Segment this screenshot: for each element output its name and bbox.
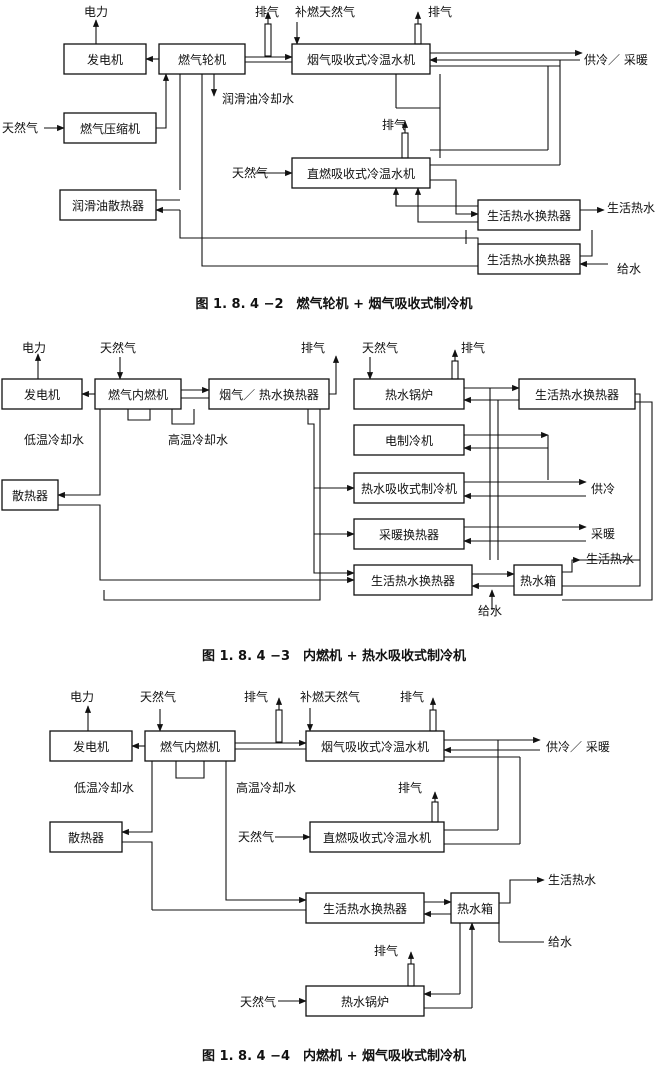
d1-dhw-hx1-label: 生活热水换热器 xyxy=(487,209,571,223)
d3-natural-gas-label-2: 天然气 xyxy=(238,829,274,844)
d1-caption: 图 1. 8. 4 −2 燃气轮机 + 烟气吸收式制冷机 xyxy=(196,296,473,312)
d2-high-temp-label: 高温冷却水 xyxy=(168,432,228,447)
d3-high-temp-label: 高温冷却水 xyxy=(236,780,296,795)
d1-dhw-hx1-box xyxy=(477,199,581,231)
d1-feed-water-label: 给水 xyxy=(617,262,641,276)
d2-generator-label: 发电机 xyxy=(24,387,60,402)
d2-caption: 图 1. 8. 4 −3 内燃机 + 热水吸收式制冷机 xyxy=(202,648,466,664)
d3-supply-label: 供冷／ 采暖 xyxy=(546,740,610,754)
d3-low-temp-label: 低温冷却水 xyxy=(74,781,134,795)
d1-generator-label: 发电机 xyxy=(87,52,123,67)
d2-boiler-box xyxy=(353,378,465,410)
diagram-3: 发电机 燃气内燃机 烟气吸收式冷温水机 散热器 直燃吸收式冷温水机 生活热水换热… xyxy=(49,689,610,1064)
d3-dhw-hx-box xyxy=(305,892,425,924)
d2-radiator-box xyxy=(1,479,59,511)
d3-exhaust-label-1: 排气 xyxy=(244,689,268,704)
d3-radiator-box xyxy=(49,821,123,853)
d1-dhw-hx2-box xyxy=(477,243,581,275)
d2-flue-hx-box xyxy=(208,378,330,410)
d2-electric-chiller-box xyxy=(353,424,465,456)
d3-power-label: 电力 xyxy=(70,690,94,704)
d2-exhaust-label-1: 排气 xyxy=(301,340,325,355)
d2-heating-hx-label: 采暖换热器 xyxy=(379,528,439,542)
d1-dhw-hx2-label: 生活热水换热器 xyxy=(487,253,571,267)
d2-flue-hx-label: 烟气／ 热水换热器 xyxy=(219,387,319,402)
d3-boiler-box xyxy=(305,985,425,1017)
d1-oil-cooler-label: 润滑油散热器 xyxy=(72,198,144,213)
d2-cooling-label: 供冷 xyxy=(591,482,615,496)
d3-exhaust-label-4: 排气 xyxy=(374,943,398,958)
d1-generator-box xyxy=(63,43,147,75)
d1-turbine-label: 燃气轮机 xyxy=(178,52,226,67)
d1-exhaust-label-2: 排气 xyxy=(428,4,452,19)
d2-tank-box xyxy=(513,564,563,596)
d3-flue-chiller-label: 烟气吸收式冷温水机 xyxy=(321,739,429,754)
d2-tank-label: 热水箱 xyxy=(520,573,556,588)
d1-supplement-gas-label: 补燃天然气 xyxy=(295,4,355,19)
d1-flue-chiller-label: 烟气吸收式冷温水机 xyxy=(307,52,415,67)
d2-electric-chiller-label: 电制冷机 xyxy=(385,434,433,448)
d3-feed-water-label: 给水 xyxy=(548,935,572,949)
d3-flue-chiller-box xyxy=(305,730,445,762)
d2-dhw-label: 生活热水 xyxy=(586,552,634,566)
d2-natural-gas-label: 天然气 xyxy=(100,340,136,355)
d2-dhw-hx-label: 生活热水换热器 xyxy=(371,574,455,588)
d3-boiler-label: 热水锅炉 xyxy=(341,994,389,1009)
d2-dhw-hx-top-label: 生活热水换热器 xyxy=(535,388,619,402)
d1-lube-cooling-label: 润滑油冷却水 xyxy=(222,92,294,106)
d2-low-temp-label: 低温冷却水 xyxy=(24,433,84,447)
d3-supplement-gas-label: 补燃天然气 xyxy=(300,689,360,704)
d3-natural-gas-label: 天然气 xyxy=(140,689,176,704)
d3-dhw-label: 生活热水 xyxy=(548,873,596,887)
d1-flue-chiller-box xyxy=(291,43,431,75)
d1-direct-chiller-label: 直燃吸收式冷温水机 xyxy=(307,166,415,181)
d1-compressor-label: 燃气压缩机 xyxy=(80,121,140,136)
d2-feed-water-label: 给水 xyxy=(478,604,502,618)
d2-heating-hx-box xyxy=(353,518,465,550)
d3-direct-chiller-label: 直燃吸收式冷温水机 xyxy=(323,830,431,845)
d2-boiler-label: 热水锅炉 xyxy=(385,387,433,402)
diagram-2: 发电机 燃气内燃机 烟气／ 热水换热器 热水锅炉 生活热水换热器 电制冷机 热水… xyxy=(1,340,653,664)
d2-exhaust-label-2: 排气 xyxy=(461,340,485,355)
d2-radiator-label: 散热器 xyxy=(12,488,48,503)
d1-dhw-label: 生活热水 xyxy=(607,201,655,215)
d2-power-label: 电力 xyxy=(22,341,46,355)
d2-dhw-hx-box xyxy=(353,564,473,596)
d3-direct-chiller-box xyxy=(309,821,445,853)
d3-generator-label: 发电机 xyxy=(73,739,109,754)
d1-direct-chiller-box xyxy=(291,157,431,189)
d1-oil-cooler-box xyxy=(59,189,157,221)
d3-radiator-label: 散热器 xyxy=(68,830,104,845)
d2-natural-gas-label-2: 天然气 xyxy=(362,340,398,355)
d2-heating-label: 采暖 xyxy=(591,527,615,541)
d3-natural-gas-label-3: 天然气 xyxy=(240,994,276,1009)
d1-natural-gas-label-2: 天然气 xyxy=(232,165,268,180)
d1-power-label: 电力 xyxy=(84,5,108,19)
d2-dhw-hx-top-box xyxy=(518,378,636,410)
d3-exhaust-label-2: 排气 xyxy=(400,689,424,704)
diagram-1: 发电机 燃气轮机 烟气吸收式冷温水机 燃气压缩机 直燃吸收式冷温水机 润滑油散热… xyxy=(2,4,655,312)
d3-tank-label: 热水箱 xyxy=(457,901,493,916)
d3-engine-label: 燃气内燃机 xyxy=(160,739,220,754)
d1-natural-gas-label: 天然气 xyxy=(2,120,38,135)
d3-dhw-hx-label: 生活热水换热器 xyxy=(323,902,407,916)
d3-caption: 图 1. 8. 4 −4 内燃机 + 烟气吸收式制冷机 xyxy=(202,1048,466,1064)
d1-turbine-box xyxy=(158,43,246,75)
d2-engine-label: 燃气内燃机 xyxy=(108,387,168,402)
d1-exhaust-label-1: 排气 xyxy=(255,4,279,19)
d2-hw-chiller-label: 热水吸收式制冷机 xyxy=(361,482,457,496)
d1-exhaust-label-3: 排气 xyxy=(382,117,406,132)
d3-generator-box xyxy=(49,730,133,762)
d3-exhaust-label-3: 排气 xyxy=(398,780,422,795)
d1-supply-label: 供冷／ 采暖 xyxy=(584,53,648,67)
